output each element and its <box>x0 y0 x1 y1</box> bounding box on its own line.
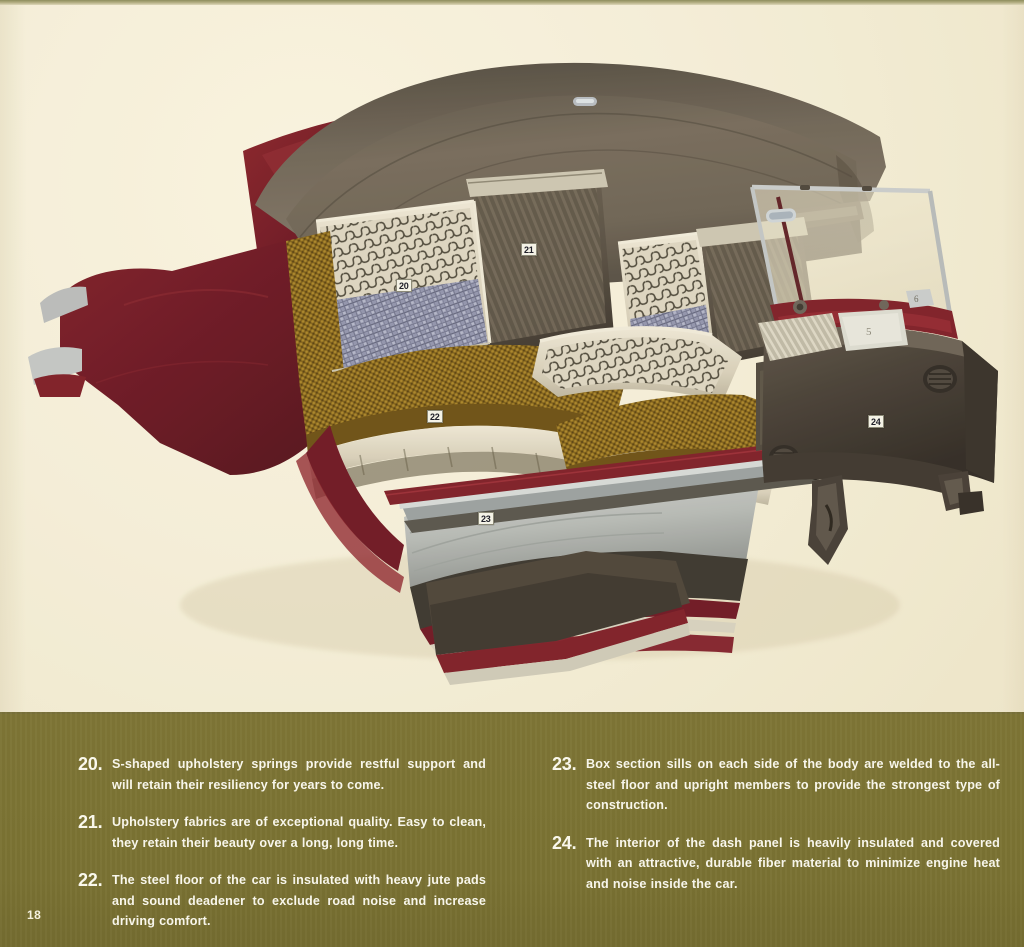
box-section-sill <box>384 441 818 533</box>
callout-24: 24 <box>868 415 884 428</box>
cowl-ledge: 5 6 <box>758 289 958 361</box>
callout-21: 21 <box>521 243 537 256</box>
caption-number-24: 24. <box>552 832 577 853</box>
caption-columns: 20. S-shaped upholstery springs provide … <box>0 754 1024 947</box>
rear-quarter-panel <box>296 425 404 593</box>
caption-number-21: 21. <box>78 812 103 832</box>
callout-20: 20 <box>396 279 412 292</box>
caption-band: 20. S-shaped upholstery springs provide … <box>0 712 1024 947</box>
caption-text-20: S-shaped upholstery springs provide rest… <box>112 757 486 792</box>
rearview-mirror <box>766 208 797 223</box>
caption-text-21: Upholstery fabrics are of exceptional qu… <box>112 815 486 850</box>
caption-item-24: 24. The interior of the dash panel is he… <box>552 833 1000 895</box>
cutaway-illustration: 5 6 <box>0 5 1024 714</box>
caption-text-23: Box section sills on each side of the bo… <box>586 757 1000 812</box>
rear-seat-back <box>466 169 614 357</box>
page-top-edge <box>0 0 1024 6</box>
caption-number-23: 23. <box>552 754 577 774</box>
caption-text-24: The interior of the dash panel is heavil… <box>586 835 1000 891</box>
svg-text:5: 5 <box>866 326 872 338</box>
caption-column-left: 20. S-shaped upholstery springs provide … <box>0 754 512 947</box>
callout-23: 23 <box>478 512 494 525</box>
frame-brackets <box>808 471 984 565</box>
band-top-hairline <box>0 712 1024 714</box>
caption-number-20: 20. <box>78 754 103 774</box>
lower-rear-panel <box>426 551 690 685</box>
page-number: 18 <box>27 908 42 922</box>
caption-item-22: 22. The steel floor of the car is insula… <box>78 870 486 932</box>
caption-number-22: 22. <box>78 870 103 890</box>
svg-text:6: 6 <box>914 294 919 304</box>
seat-spring-bank <box>532 326 742 403</box>
caption-column-right: 23. Box section sills on each side of th… <box>512 754 1024 947</box>
callout-22: 22 <box>427 410 443 423</box>
caption-item-23: 23. Box section sills on each side of th… <box>552 754 1000 816</box>
caption-item-20: 20. S-shaped upholstery springs provide … <box>78 754 486 795</box>
caption-text-22: The steel floor of the car is insulated … <box>112 873 486 928</box>
caption-item-21: 21. Upholstery fabrics are of exceptiona… <box>78 812 486 853</box>
seat-back-cutaway <box>286 199 492 389</box>
dome-lamp-icon <box>573 97 597 106</box>
